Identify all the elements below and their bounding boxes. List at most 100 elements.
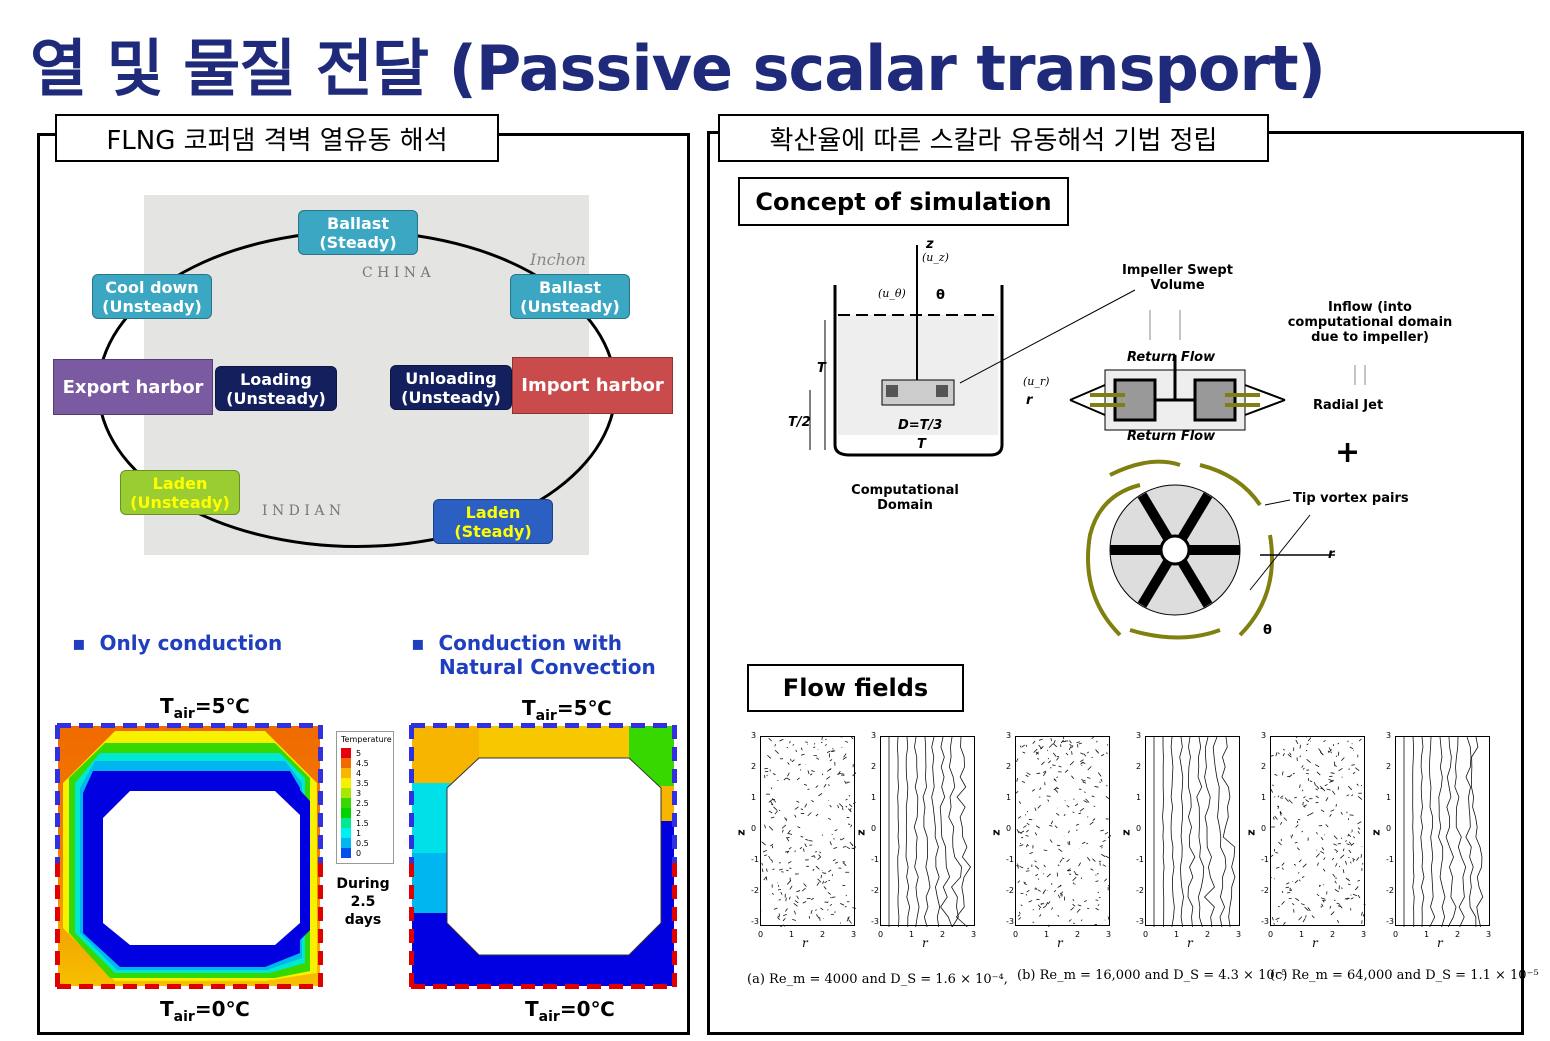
ballast-steady-l1: Ballast <box>299 214 417 233</box>
y-tick-label: 0 <box>1006 824 1011 833</box>
legend-label: 3.5 <box>356 779 369 788</box>
x-tick-label: 1 <box>1044 930 1049 939</box>
loading-l2: (Unsteady) <box>216 389 336 408</box>
x-axis-label: r <box>1187 936 1193 950</box>
label-tip-vortex: Tip vortex pairs <box>1293 491 1409 506</box>
label-D: D=T/3 <box>898 418 942 433</box>
legend-row: 2.5 <box>341 798 389 808</box>
y-tick-label: -2 <box>751 886 759 895</box>
legend-swatch <box>341 828 351 838</box>
concept-of-simulation-box: Concept of simulation <box>738 177 1069 226</box>
cool-down-l1: Cool down <box>93 278 211 297</box>
x-tick-label: 3 <box>971 930 976 939</box>
y-tick-label: -3 <box>1261 917 1269 926</box>
cycle-diagram: C H I N A Inchon I N D I A N Ballast(Ste… <box>52 195 677 555</box>
plot-lines <box>1016 737 1111 927</box>
x-tick-label: 2 <box>1330 930 1335 939</box>
legend-row: 3.5 <box>341 778 389 788</box>
y-tick-label: 3 <box>751 731 756 740</box>
x-tick-label: 3 <box>1106 930 1111 939</box>
x-tick-label: 2 <box>1455 930 1460 939</box>
l3: due to impeller) <box>1311 330 1429 345</box>
legend-label: 3 <box>356 789 361 798</box>
temperature-legend: Temperature 54.543.532.521.510.50 <box>336 731 394 864</box>
x-tick-label: 0 <box>878 930 883 939</box>
x-tick-label: 1 <box>789 930 794 939</box>
vector-plot <box>760 736 855 926</box>
x-tick-label: 1 <box>1299 930 1304 939</box>
y-tick-label: -1 <box>1136 855 1144 864</box>
x-tick-label: 2 <box>1075 930 1080 939</box>
ballast-unsteady-l1: Ballast <box>511 278 629 297</box>
x-tick-label: 0 <box>1143 930 1148 939</box>
legend-label: 0 <box>356 849 361 858</box>
sub: air <box>174 706 195 722</box>
label-theta: θ <box>936 288 945 303</box>
y-axis-label: z <box>855 829 868 835</box>
legend-swatch <box>341 808 351 818</box>
y-axis-label: z <box>1120 829 1133 835</box>
y-tick-label: 0 <box>1386 824 1391 833</box>
legend-row: 2 <box>341 808 389 818</box>
legend-label: 2.5 <box>356 799 369 808</box>
flow-fields-box: Flow fields <box>747 664 964 712</box>
t: T <box>160 997 174 1021</box>
page-title: 열 및 물질 전달 (Passive scalar transport) <box>30 18 1325 108</box>
simulation-diagram: z (u_z) (u_θ) θ (u_r) r T T/2 D=T/3 T Im… <box>780 235 1480 645</box>
bullet-natural-convection: ▪ Conduction withNatural Convection <box>411 631 656 679</box>
legend-swatch <box>341 768 351 778</box>
label-r-bottom: r <box>1328 547 1334 562</box>
val: =5℃ <box>195 694 250 718</box>
t: T <box>525 997 539 1021</box>
label-uz: (u_z) <box>922 251 949 264</box>
tair-bot-right: Tair=0℃ <box>525 997 615 1025</box>
sub: air <box>539 1009 560 1025</box>
sub: air <box>174 1009 195 1025</box>
ballast-steady-tag: Ballast(Steady) <box>298 210 418 255</box>
label-z: z <box>926 237 934 252</box>
loading-tag: Loading(Unsteady) <box>215 366 337 411</box>
tair-top-right: Tair=5℃ <box>522 696 612 724</box>
legend-row: 1 <box>341 828 389 838</box>
laden-steady-tag: Laden(Steady) <box>433 499 553 544</box>
y-tick-label: -1 <box>1006 855 1014 864</box>
y-tick-label: -1 <box>871 855 879 864</box>
left-panel-header: FLNG 코퍼댐 격벽 열유동 해석 <box>55 114 499 162</box>
unloading-l1: Unloading <box>391 369 511 388</box>
x-axis-label: r <box>1312 936 1318 950</box>
legend-row: 0 <box>341 848 389 858</box>
bullet-text: Only conduction <box>99 631 282 655</box>
legend-row: 5 <box>341 748 389 758</box>
l2: Domain <box>877 498 933 513</box>
contour-plot <box>1145 736 1240 926</box>
plot-lines <box>1396 737 1491 927</box>
legend-label: 4.5 <box>356 759 369 768</box>
unloading-l2: (Unsteady) <box>391 388 511 407</box>
during-label: During2.5 days <box>330 875 396 929</box>
bullet-text-1: Conduction with <box>438 631 622 655</box>
y-axis-label: z <box>990 829 1003 835</box>
x-axis-label: r <box>922 936 928 950</box>
during-l2: 2.5 days <box>345 894 382 928</box>
l2: Volume <box>1150 278 1204 293</box>
tair-bot-left: Tair=0℃ <box>160 997 250 1025</box>
legend-swatch <box>341 818 351 828</box>
laden-unsteady-l1: Laden <box>121 474 239 493</box>
label-inflow: Inflow (intocomputational domaindue to i… <box>1280 300 1460 345</box>
plot-lines <box>881 737 976 927</box>
caption-c: (c) Re_m = 64,000 and D_S = 1.1 × 10⁻⁵ <box>1270 968 1539 983</box>
l1: Computational <box>851 483 959 498</box>
plot-lines <box>1271 737 1366 927</box>
y-tick-label: 0 <box>751 824 756 833</box>
y-tick-label: 1 <box>1006 793 1011 802</box>
bullet-text-2: Natural Convection <box>411 655 656 679</box>
label-impeller: Impeller SweptVolume <box>1110 263 1245 293</box>
l1: Inflow (into <box>1328 300 1412 315</box>
y-tick-label: 2 <box>871 762 876 771</box>
y-axis-label: z <box>735 829 748 835</box>
cool-down-l2: (Unsteady) <box>93 297 211 316</box>
y-tick-label: -1 <box>751 855 759 864</box>
y-tick-label: 0 <box>1136 824 1141 833</box>
x-axis-label: r <box>802 936 808 950</box>
legend-label: 0.5 <box>356 839 369 848</box>
